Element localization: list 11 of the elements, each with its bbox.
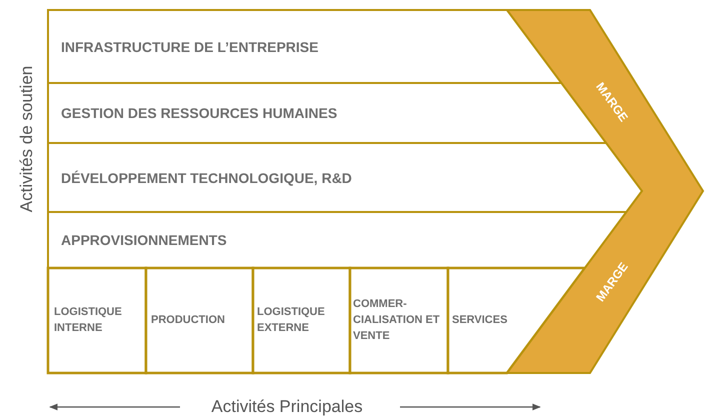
activity-label: LOGISTIQUE EXTERNE <box>257 305 326 336</box>
axis-label: Activités de soutien <box>17 66 37 212</box>
activity-label: INFRASTRUCTURE DE L’ENTREPRISE <box>61 38 318 54</box>
activity-label: GESTION DES RESSOURCES HUMAINES <box>61 105 338 121</box>
activity-label: LOGISTIQUE INTERNE <box>54 305 123 336</box>
activity-label: SERVICES <box>452 313 508 328</box>
activity-label: PRODUCTION <box>151 313 226 328</box>
activity-label: DÉVELOPPEMENT TECHNOLOGIQUE, R&D <box>61 170 352 186</box>
activity-label: COMMER- CIALISATION ET VENTE <box>353 297 441 344</box>
activity-label: APPROVISIONNEMENTS <box>61 232 227 248</box>
axis-label: Activités Principales <box>211 397 363 417</box>
